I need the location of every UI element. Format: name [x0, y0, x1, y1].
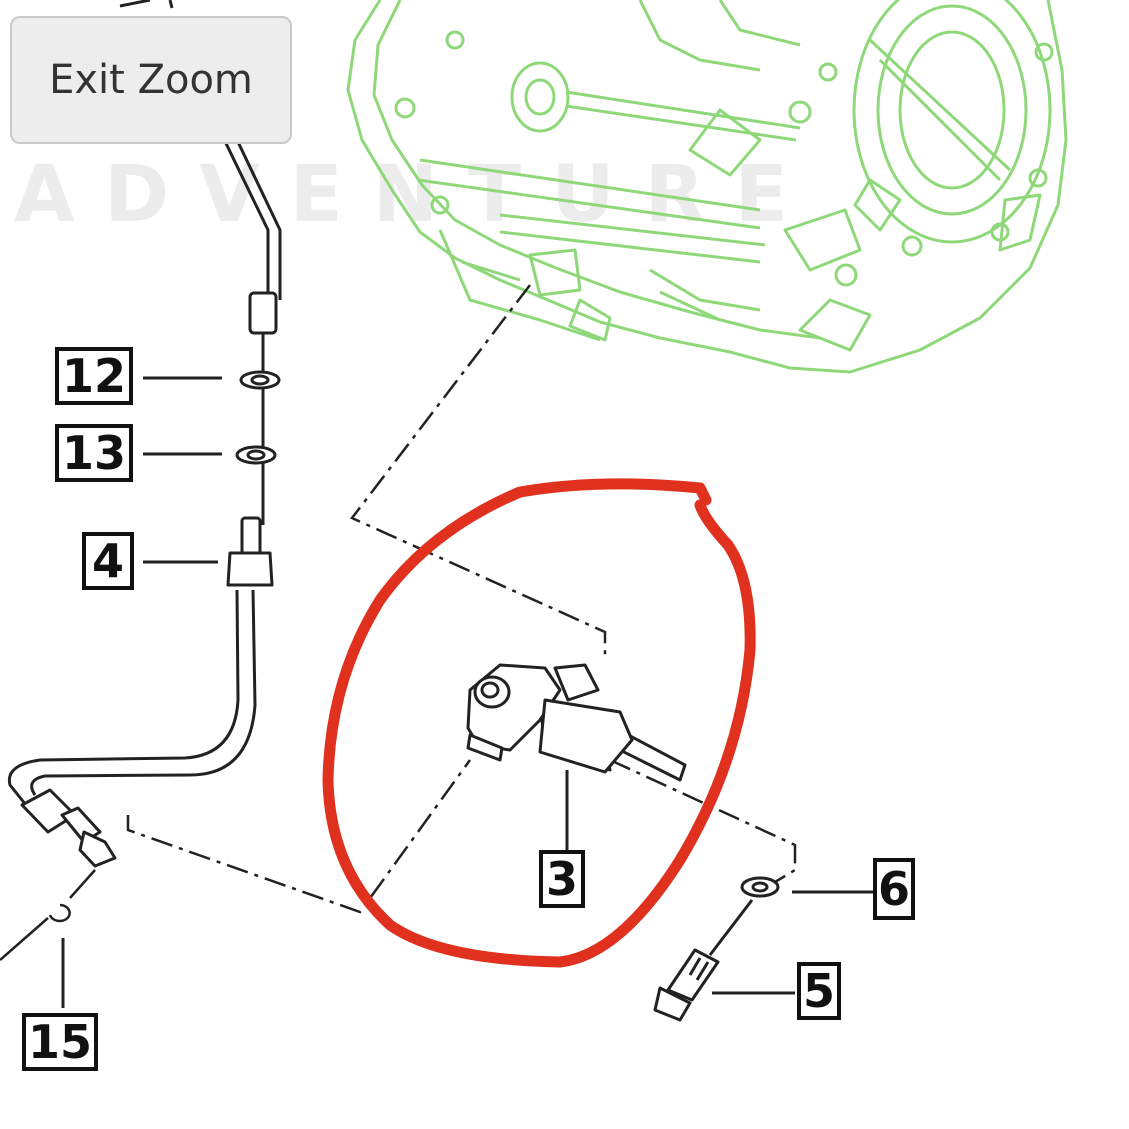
callout-5: 5: [797, 962, 841, 1020]
callout-13: 13: [55, 424, 133, 482]
callout-leaders: [61, 376, 875, 1008]
dashed-leader-lines: [126, 284, 797, 914]
slave-cylinder: [466, 663, 687, 846]
callout-4: 4: [82, 532, 134, 590]
callout-15: 15: [22, 1013, 98, 1071]
clutch-hose: [7, 0, 282, 868]
transmission-housing: [346, 0, 1068, 374]
highlight-circle: [322, 478, 756, 968]
callout-3: 3: [539, 850, 585, 908]
callout-12: 12: [55, 347, 133, 405]
bolt-and-washer: [653, 876, 780, 1022]
exit-zoom-button[interactable]: Exit Zoom: [10, 16, 292, 144]
callout-6: 6: [873, 858, 915, 920]
circlip-part: [0, 869, 96, 961]
